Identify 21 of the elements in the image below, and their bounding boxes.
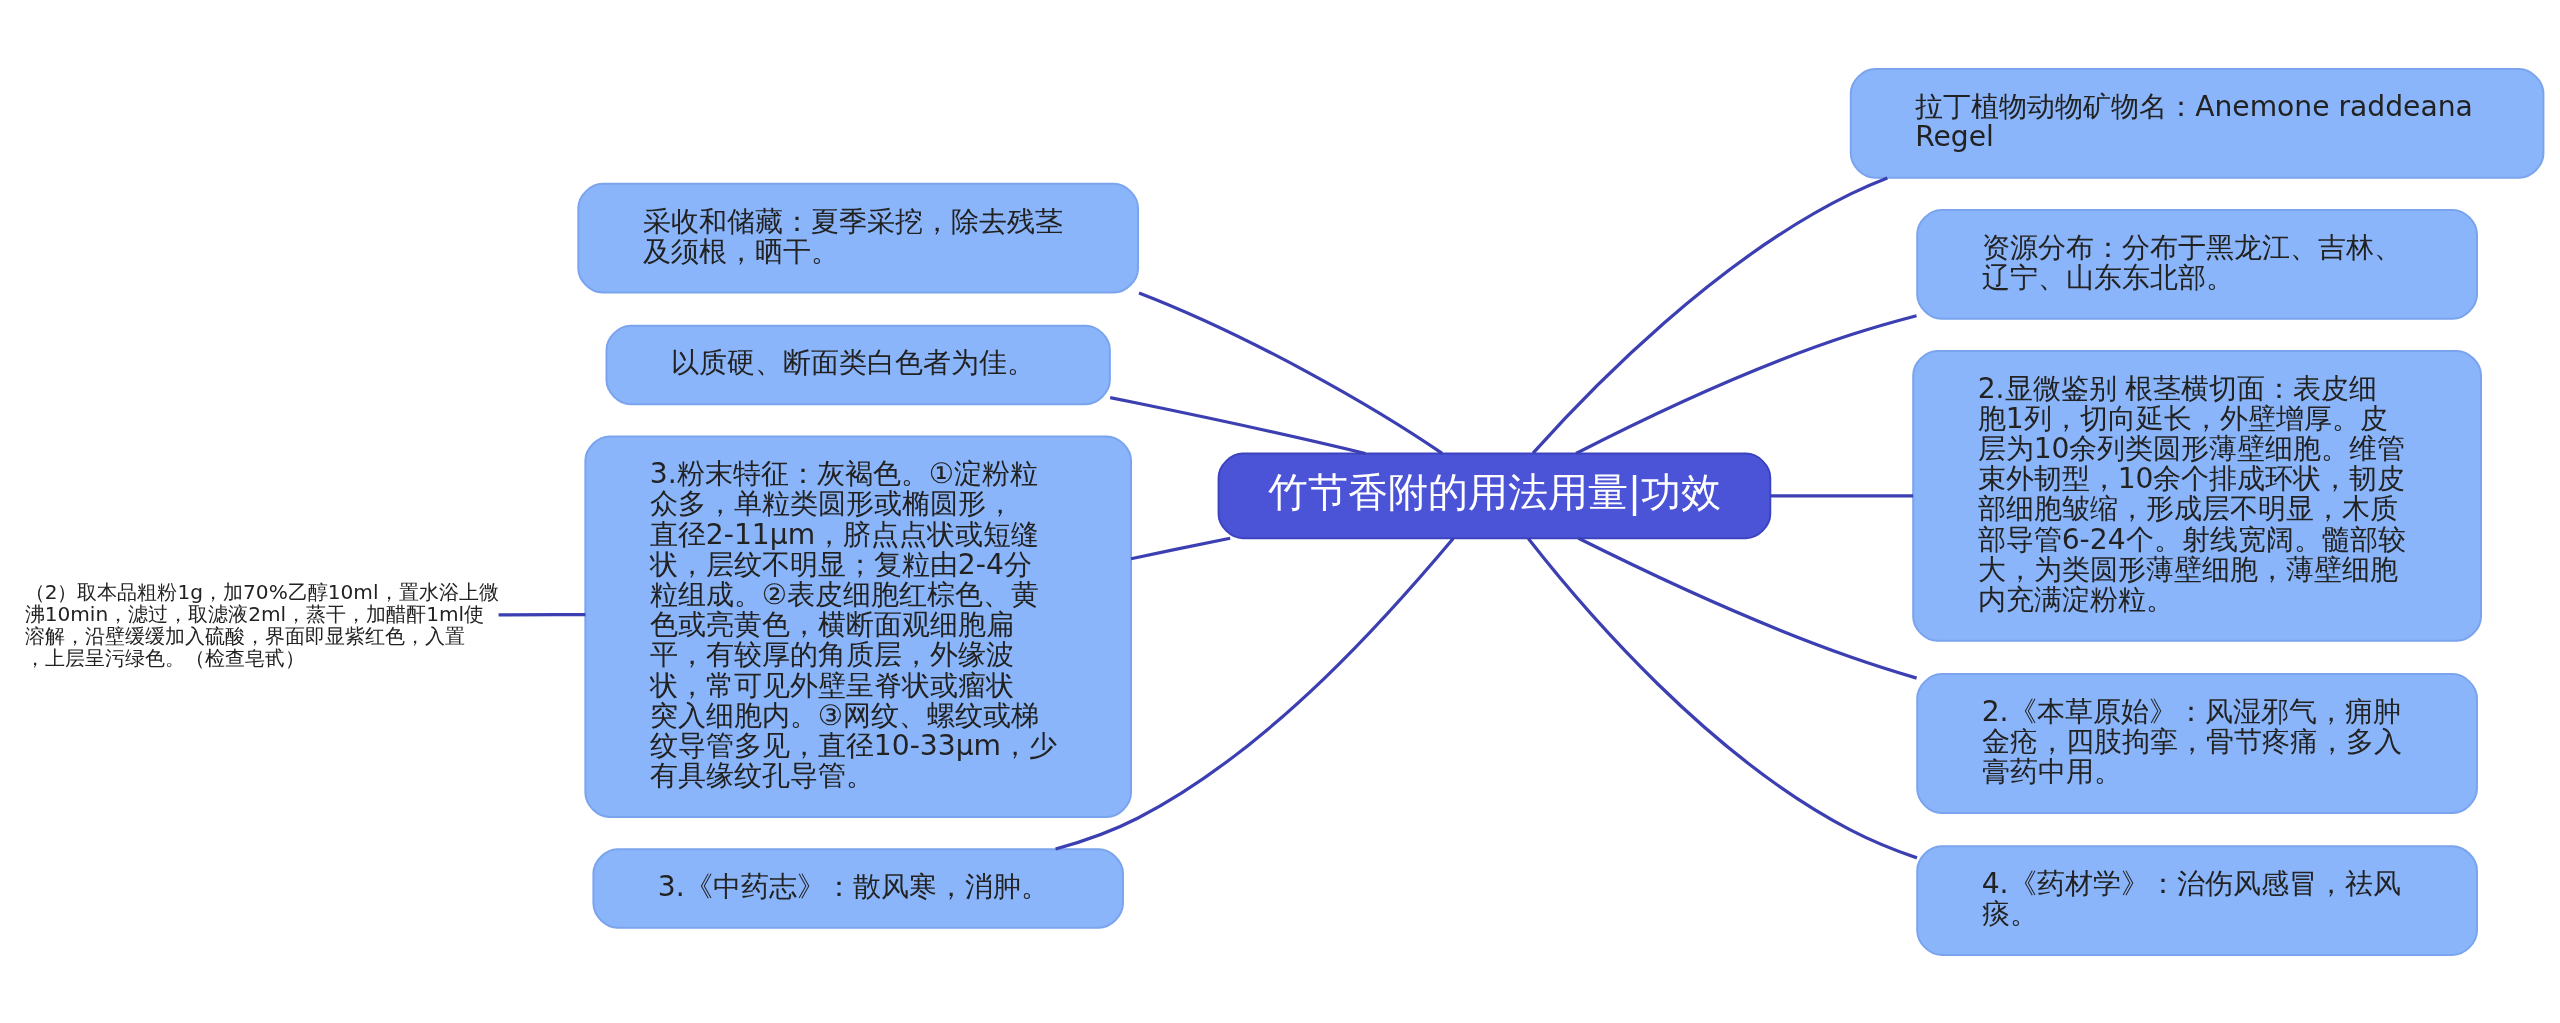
node-box: 4.《药材学》：治伤风感冒，祛风痰。 [1916, 844, 2478, 956]
node-box: 2.显微鉴别 根茎横切面：表皮细胞1列，切向延长，外壁增厚。皮层为10余列类圆形薄壁细胞。维管束外韧型，10余个排成环状，韧皮部细胞皱缩，形成层不明显，木质部导管6-24个。射线宽阔。髓部较大，为类圆形薄壁细胞，薄壁细胞内充满淀粉粒。 [1912, 349, 2482, 642]
node-box: 竹节香附的用法用量|功效 [1217, 452, 1772, 539]
node-box: 采收和储藏：夏季采挖，除去残茎及须根，晒干。 [577, 182, 1140, 294]
connector [1770, 493, 1914, 497]
connector [498, 612, 586, 616]
connector [1138, 290, 1444, 455]
node-box: 2.《本草原始》：风湿邪气，痈肿金疮，四肢拘挛，骨节疼痛，多入膏药中用。 [1916, 672, 2478, 814]
node-box: 3.《中药志》：散风寒，消肿。 [592, 847, 1124, 929]
connector [1109, 395, 1366, 455]
node-box: 3.粉末特征：灰褐色。①淀粉粒众多，单粒类圆形或椭圆形，直径2-11μm，脐点点状或短缝状，层纹不明显；复粒由2-4分粒组成。②表皮细胞红棕色、黄色或亮黄色，横断面观细胞扁平，有较厚的角质层，外缘波状，常可见外壁呈脊状或瘤状突入细胞内。③网纹、螺纹或梯纹导管多见，直径10-33μm，少有具缘纹孔导管。 [584, 435, 1132, 818]
connector [1130, 536, 1231, 560]
node-box: 以质硬、断面类白色者为佳。 [605, 324, 1111, 405]
connector [1575, 313, 1917, 455]
node-box: 资源分布：分布于黑龙江、吉林、辽宁、山东东北部。 [1916, 208, 2478, 320]
connector [1577, 536, 1918, 680]
node-box: 拉丁植物动物矿物名：Anemone raddeana Regel [1849, 67, 2545, 179]
connector [1527, 537, 1918, 859]
connector [1531, 176, 1888, 454]
node-text: （2）取本品粗粉1g，加70%乙醇10ml，置水浴上微沸10min，滤过，取滤液2ml，蒸干，加醋酐1ml使溶解，沿壁缓缓加入硫酸，界面即显紫红色，入置，上层呈污绿色。（检查皂甙） [24, 579, 499, 670]
connector [1055, 536, 1455, 851]
